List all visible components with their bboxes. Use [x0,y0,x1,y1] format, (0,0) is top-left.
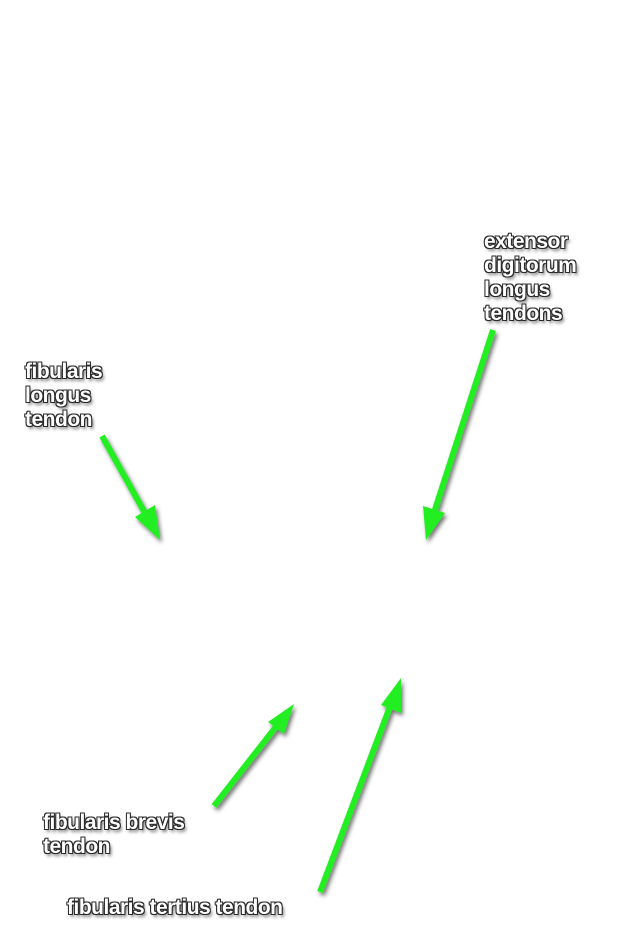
arrow-fibularis-tertius [317,678,401,894]
label-line: fibularis [25,360,103,383]
label-line: fibularis tertius tendon [67,896,283,919]
label-line: tendons [484,302,563,325]
arrow-fibularis-brevis [211,704,294,808]
arrow-fibularis-longus [99,434,160,540]
label-line: tendon [25,408,92,431]
label-line: fibularis brevis [43,811,185,834]
label-fibularis-brevis-tendon: fibularis brevis tendon [43,811,185,859]
label-line: tendon [43,835,110,858]
label-line: longus [25,384,91,407]
label-line: extensor [484,230,568,253]
label-line: digitorum [484,254,577,277]
label-extensor-digitorum-longus-tendons: extensor digitorum longus tendons [484,230,577,326]
label-fibularis-longus-tendon: fibularis longus tendon [25,360,103,432]
label-fibularis-tertius-tendon: fibularis tertius tendon [67,896,283,920]
label-line: longus [484,278,550,301]
arrow-extensor-digitorum-longus [423,329,496,540]
